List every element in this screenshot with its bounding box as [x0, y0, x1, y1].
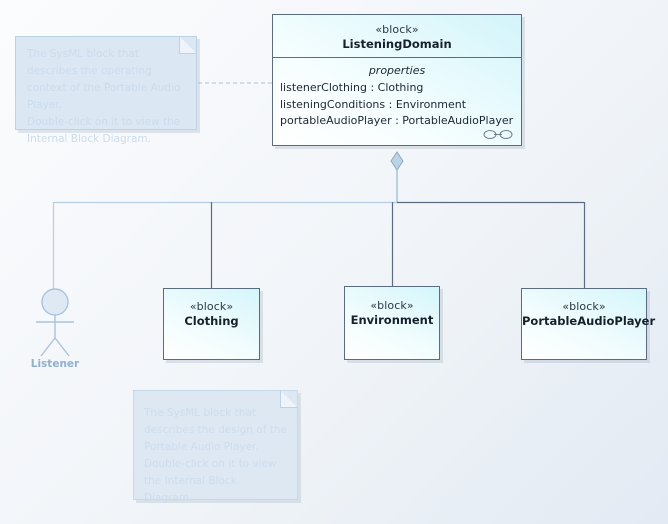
environment-name: Environment — [350, 313, 434, 328]
environment-stereotype: «block» — [370, 299, 414, 312]
block-clothing[interactable]: «block» Clothing — [163, 288, 260, 360]
actor-listener-label: Listener — [30, 358, 80, 370]
listening-domain-name: ListeningDomain — [342, 37, 452, 52]
block-listening-domain[interactable]: «block» ListeningDomain properties liste… — [272, 14, 522, 146]
actor-listener[interactable]: Listener — [24, 286, 86, 374]
clothing-name: Clothing — [184, 314, 239, 329]
listening-domain-properties-compartment: properties listenerClothing : Clothing l… — [273, 58, 521, 146]
note-context[interactable]: The SysML block that describes the opera… — [15, 36, 197, 145]
note-design[interactable]: The SysML block that describes the desig… — [133, 390, 298, 504]
listening-domain-header: «block» ListeningDomain — [273, 15, 521, 58]
properties-compartment-label: properties — [368, 64, 426, 77]
note-design-text: The SysML block that describes the desig… — [144, 407, 287, 504]
property-row: listeningConditions : Environment — [280, 97, 467, 111]
portable-audio-player-stereotype: «block» — [562, 300, 606, 313]
block-environment[interactable]: «block» Environment — [344, 286, 440, 360]
property-row: listenerClothing : Clothing — [280, 81, 424, 94]
property-row: portableAudioPlayer : PortableAudioPlaye… — [280, 114, 514, 128]
portable-audio-player-name: PortableAudioPlayer — [522, 314, 656, 329]
listening-domain-stereotype: «block» — [375, 23, 419, 36]
block-portable-audio-player[interactable]: «block» PortableAudioPlayer — [521, 288, 656, 360]
composition-diamond — [390, 151, 404, 171]
clothing-stereotype: «block» — [189, 300, 234, 313]
internal-block-diagram-icon[interactable] — [483, 128, 513, 141]
stick-figure-actor-icon — [36, 288, 74, 357]
note-context-text: The SysML block that describes the opera… — [27, 48, 181, 145]
